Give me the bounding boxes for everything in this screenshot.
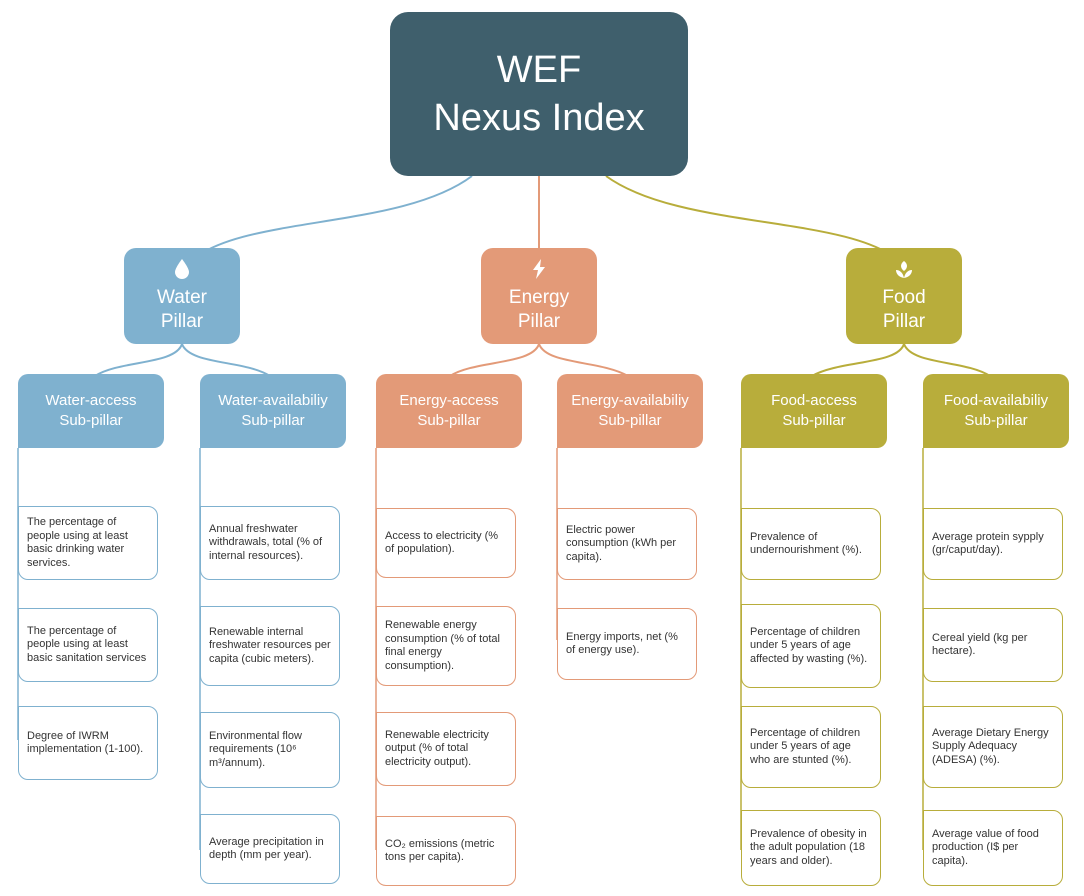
indicator-card: Renewable electricity output (% of total…	[376, 712, 516, 786]
indicator-card: Renewable energy consumption (% of total…	[376, 606, 516, 686]
food-access-subpillar: Food-access Sub-pillar	[741, 374, 887, 448]
indicator-card: Electric power consumption (kWh per capi…	[557, 508, 697, 580]
water-availability-subpillar: Water-availabiliy Sub-pillar	[200, 374, 346, 448]
indicator-text: Access to electricity (% of population).	[385, 529, 499, 556]
indicator-text: Renewable electricity output (% of total…	[385, 728, 489, 768]
pillar-label-line2: Pillar	[160, 311, 204, 332]
energy-availability-subpillar: Energy-availabiliy Sub-pillar	[557, 374, 703, 448]
indicator-card: Annual freshwater withdrawals, total (% …	[200, 506, 340, 580]
indicator-card: Cereal yield (kg per hectare).	[923, 608, 1063, 682]
indicator-text: Prevalence of obesity in the adult popul…	[750, 827, 867, 867]
indicator-card: Environmental flow requirements (10⁶ m³/…	[200, 712, 340, 788]
indicator-card: CO₂ emissions (metric tons per capita).	[376, 816, 516, 886]
subpillar-label-line1: Water-availabiliy	[218, 392, 328, 409]
indicator-card: The percentage of people using at least …	[18, 506, 158, 580]
indicator-text: Prevalence of undernourishment (%).	[750, 530, 862, 557]
lightning-bolt-icon	[533, 259, 545, 279]
indicator-text: Electric power consumption (kWh per capi…	[566, 523, 677, 563]
subpillar-label-line1: Energy-availabiliy	[571, 392, 689, 409]
subpillar-label-line1: Food-availabiliy	[943, 392, 1049, 409]
pillar-label-line2: Pillar	[882, 311, 926, 332]
indicator-card: Percentage of children under 5 years of …	[741, 604, 881, 688]
subpillar-label-line2: Sub-pillar	[59, 412, 123, 429]
subpillar-label-line1: Energy-access	[399, 392, 499, 409]
indicator-card: Access to electricity (% of population).	[376, 508, 516, 578]
water-pillar-node: Water Pillar	[124, 248, 240, 344]
pillar-label-line1: Food	[882, 287, 926, 308]
indicator-card: The percentage of people using at least …	[18, 608, 158, 682]
indicator-text: Percentage of children under 5 years of …	[750, 726, 861, 766]
indicator-card: Prevalence of obesity in the adult popul…	[741, 810, 881, 886]
indicator-card: Prevalence of undernourishment (%).	[741, 508, 881, 580]
subpillar-label-line1: Food-access	[771, 392, 857, 409]
pillar-label-line2: Pillar	[517, 311, 561, 332]
indicator-card: Average protein sypply (gr/caput/day).	[923, 508, 1063, 580]
indicator-text: Percentage of children under 5 years of …	[750, 625, 868, 665]
subpillar-label-line2: Sub-pillar	[782, 412, 846, 429]
energy-access-subpillar: Energy-access Sub-pillar	[376, 374, 522, 448]
subpillar-label-line1: Water-access	[45, 392, 137, 409]
wef-nexus-index-node: WEF Nexus Index	[390, 12, 688, 176]
food-availability-subpillar: Food-availabiliy Sub-pillar	[923, 374, 1069, 448]
indicator-text: CO₂ emissions (metric tons per capita).	[385, 837, 495, 864]
indicator-text: Annual freshwater withdrawals, total (% …	[209, 522, 323, 562]
indicator-card: Average precipitation in depth (mm per y…	[200, 814, 340, 884]
indicator-text: Average protein sypply (gr/caput/day).	[932, 530, 1044, 557]
root-title-line1: WEF	[496, 49, 582, 91]
subpillar-label-line2: Sub-pillar	[598, 412, 662, 429]
indicator-text: Energy imports, net (% of energy use).	[566, 630, 678, 657]
indicator-text: Average value of food production (I$ per…	[932, 827, 1039, 867]
energy-pillar-node: Energy Pillar	[481, 248, 597, 344]
food-pillar-node: Food Pillar	[846, 248, 962, 344]
indicator-card: Average Dietary Energy Supply Adequacy (…	[923, 706, 1063, 788]
indicator-card: Energy imports, net (% of energy use).	[557, 608, 697, 680]
indicator-text: The percentage of people using at least …	[27, 516, 128, 569]
pillar-label-line1: Energy	[508, 287, 570, 308]
indicator-text: The percentage of people using at least …	[27, 624, 147, 664]
indicator-card: Renewable internal freshwater resources …	[200, 606, 340, 686]
indicator-card: Percentage of children under 5 years of …	[741, 706, 881, 788]
indicator-card: Degree of IWRM implementation (1-100).	[18, 706, 158, 780]
indicator-card: Average value of food production (I$ per…	[923, 810, 1063, 886]
pillar-label-line1: Water	[157, 287, 207, 308]
indicator-text: Degree of IWRM implementation (1-100).	[27, 729, 144, 756]
indicator-text: Environmental flow requirements (10⁶ m³/…	[209, 729, 302, 769]
subpillar-label-line2: Sub-pillar	[417, 412, 481, 429]
indicator-text: Average Dietary Energy Supply Adequacy (…	[932, 726, 1049, 766]
subpillar-label-line2: Sub-pillar	[241, 412, 305, 429]
indicator-text: Renewable internal freshwater resources …	[209, 625, 331, 665]
leaf-sprout-icon	[896, 261, 912, 278]
root-title-line2: Nexus Index	[433, 97, 645, 139]
subpillar-label-line2: Sub-pillar	[964, 412, 1028, 429]
indicator-text: Cereal yield (kg per hectare).	[932, 631, 1028, 658]
indicator-text: Average precipitation in depth (mm per y…	[209, 835, 324, 862]
water-drop-icon	[175, 259, 189, 279]
indicator-text: Renewable energy consumption (% of total…	[385, 619, 500, 672]
water-access-subpillar: Water-access Sub-pillar	[18, 374, 164, 448]
